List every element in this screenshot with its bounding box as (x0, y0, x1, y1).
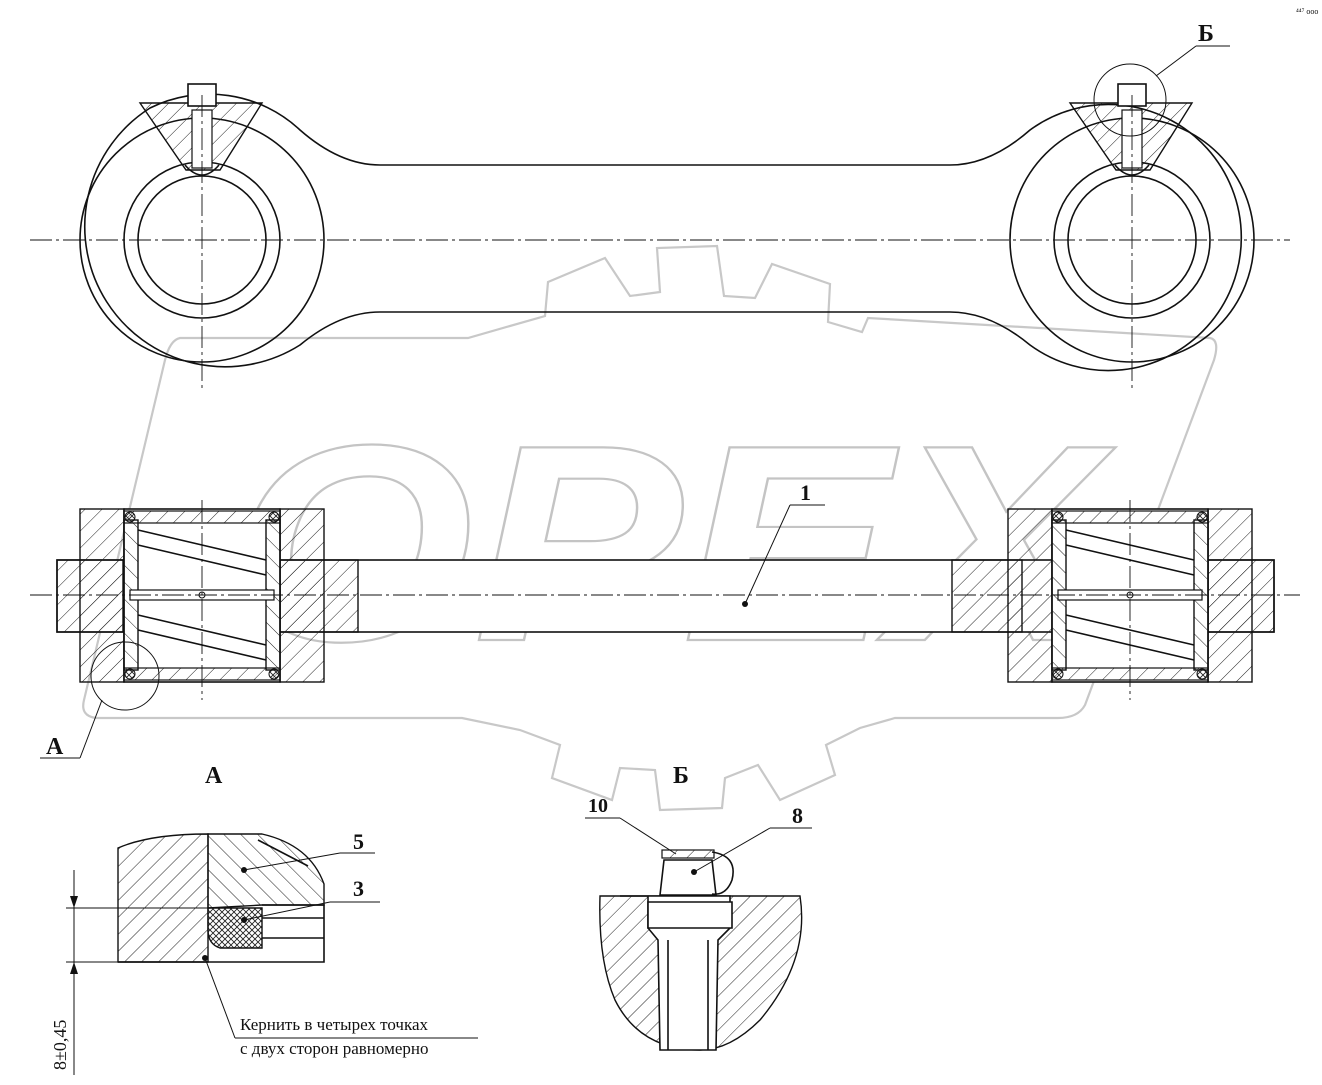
callout-b-label: Б (1198, 21, 1214, 47)
note-line-1: Кернить в четырех точках (240, 1015, 429, 1034)
watermark-logo: OPEX (82, 244, 1218, 812)
part-3-label: 3 (353, 876, 364, 901)
section-view (30, 500, 1300, 759)
part-1-label: 1 (800, 480, 811, 505)
callout-a-label: А (46, 734, 64, 760)
dimension-label: 8±0,45 (50, 1020, 70, 1070)
part-5-label: 5 (353, 829, 364, 854)
detail-b (585, 817, 812, 1051)
detail-b-title: Б (673, 763, 689, 789)
part-10-label: 10 (588, 795, 608, 817)
watermark-text: OPEX (230, 388, 1116, 700)
top-view (30, 45, 1290, 390)
corner-mark: ⁴⁴⁷ ooo (1296, 7, 1318, 16)
note-line-2: с двух сторон равномерно (240, 1039, 429, 1058)
detail-a-title: А (205, 763, 223, 789)
detail-a (66, 833, 478, 1075)
part-8-label: 8 (792, 803, 803, 828)
